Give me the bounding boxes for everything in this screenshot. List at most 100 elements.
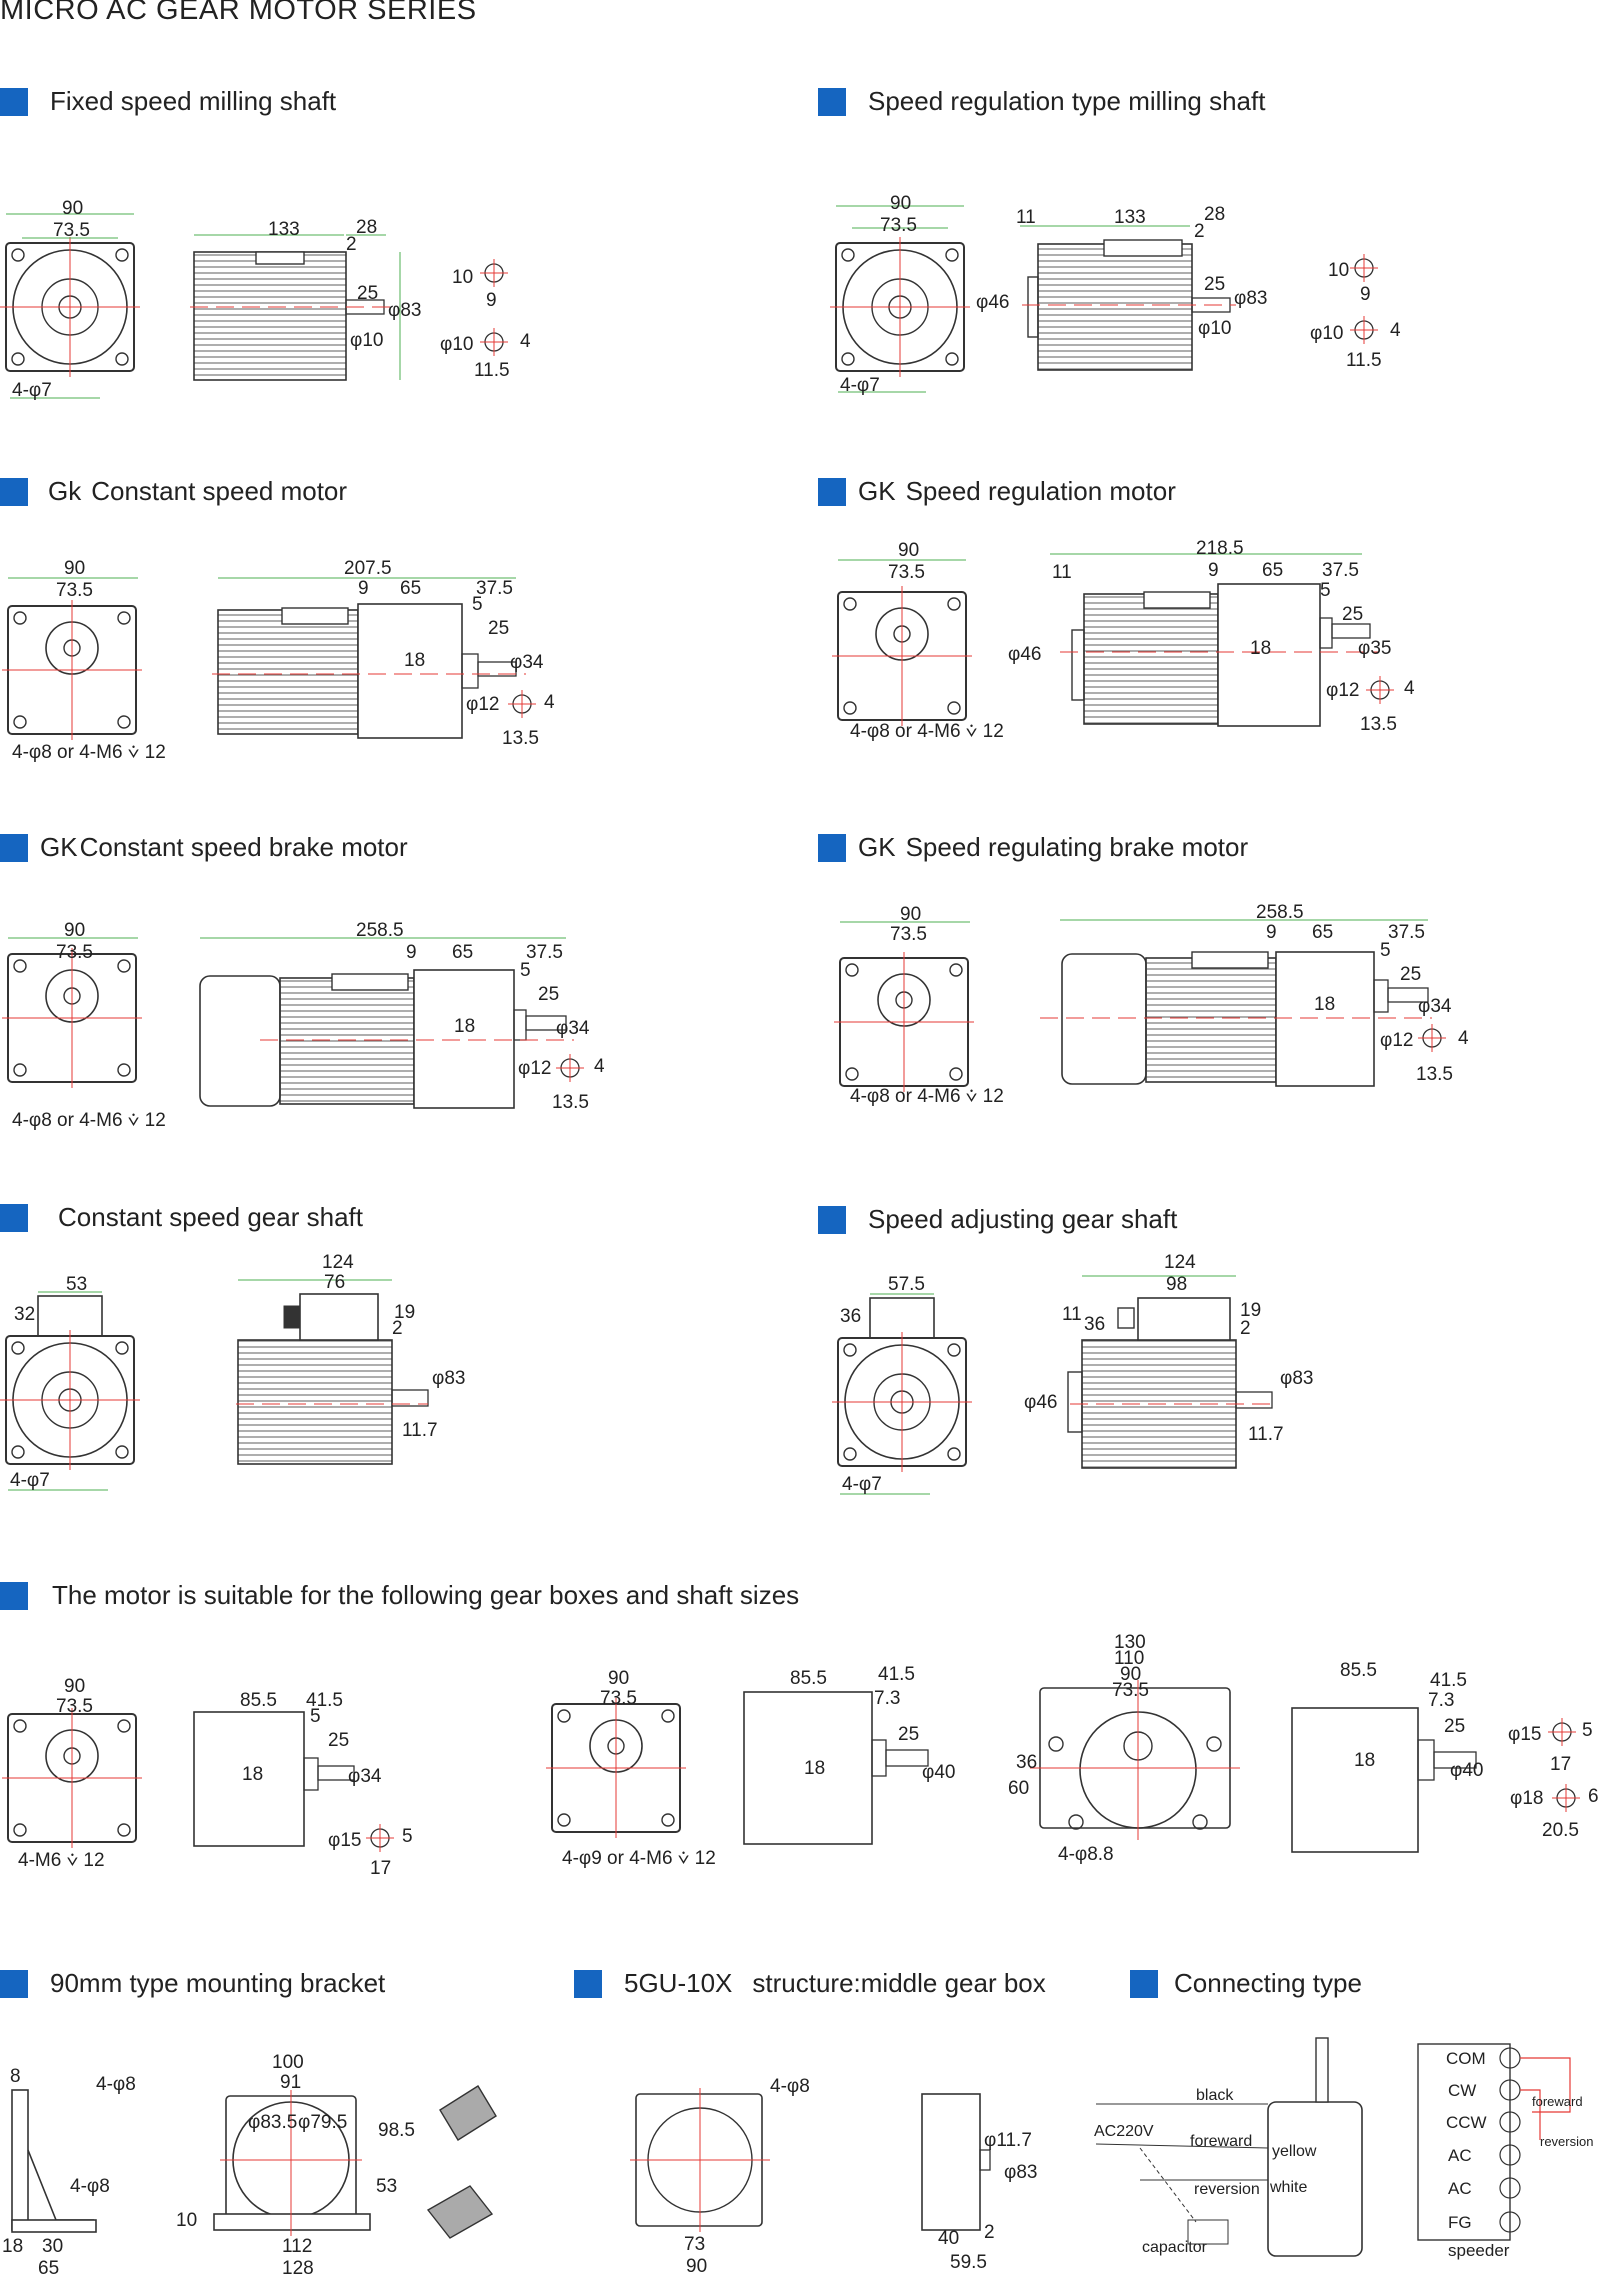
dim-label: 13.5 — [552, 1092, 589, 1113]
dim-label: 4-φ8.8 — [1058, 1844, 1114, 1865]
dim-label: φ34 — [348, 1766, 382, 1787]
terminal-label: COM — [1446, 2049, 1486, 2068]
dim-label: 90 — [64, 558, 85, 579]
dim-label: 90 — [64, 920, 85, 941]
dim-label: 258.5 — [356, 920, 404, 941]
dim-label: 2 — [1194, 221, 1205, 242]
dim-label: 90 — [686, 2256, 707, 2277]
dim-label: 17 — [1550, 1754, 1571, 1775]
wire-label: AC220V — [1094, 2123, 1154, 2140]
dim-label: 11.7 — [1248, 1424, 1284, 1445]
terminal-label: AC — [1448, 2179, 1472, 2198]
dim-label: 4 — [520, 331, 531, 352]
dim-label: 57.5 — [888, 1274, 925, 1295]
terminal-label: FG — [1448, 2213, 1472, 2232]
dim-label: φ83 — [388, 300, 421, 321]
dim-label: 98.5 — [378, 2120, 415, 2141]
dim-label: 41.5 — [1430, 1670, 1467, 1691]
dim-label: 4-φ9 or 4-M6 ⩒ 12 — [562, 1848, 716, 1869]
dim-label: 9 — [1208, 560, 1219, 581]
dim-label: 4-φ8 or 4-M6 ⩒ 12 — [12, 742, 166, 763]
section-marker — [818, 477, 846, 506]
dim-label: 85.5 — [240, 1690, 277, 1711]
dim-label: 73.5 — [890, 924, 927, 945]
section-marker — [574, 1969, 602, 1998]
dim-label: 4-φ7 — [842, 1474, 882, 1495]
section-title: Constant speed brake motor — [79, 832, 408, 862]
section-marker — [818, 87, 846, 116]
section-title: 90mm type mounting bracket — [50, 1968, 386, 1998]
section-marker — [0, 477, 28, 506]
wire-label: reversion — [1194, 2181, 1260, 2198]
switch-label: reversion — [1540, 2134, 1593, 2149]
dim-label: 9 — [358, 578, 369, 599]
wiring-diagram: black AC220V foreward reversion yellow w… — [1094, 2037, 1593, 2260]
dim-label: 53 — [376, 2176, 397, 2197]
dim-label: 4 — [594, 1056, 605, 1077]
dim-label: 25 — [357, 283, 378, 304]
dim-label: φ10 — [440, 334, 473, 355]
dim-label: φ83 — [1234, 288, 1267, 309]
dim-label: φ83.5 — [248, 2112, 297, 2133]
dim-label: 11.5 — [474, 360, 510, 381]
gk-speed-regulation-drawing: 90 73.5 218.5 11 9 65 37.5 5 25 18 φ35 φ… — [831, 538, 1415, 742]
dim-label: 76 — [324, 1272, 345, 1293]
dim-label: 37.5 — [1322, 560, 1359, 581]
dim-label: 5 — [1582, 1720, 1593, 1741]
dim-label: 59.5 — [950, 2252, 987, 2273]
dim-label: 11 — [1062, 1304, 1082, 1325]
dim-label: 124 — [1164, 1252, 1196, 1273]
dim-label: 10 — [1328, 260, 1349, 281]
dim-label: φ15 — [328, 1830, 361, 1851]
dim-label: 11.7 — [402, 1420, 438, 1441]
dim-label: 73.5 — [56, 942, 93, 963]
dim-label: 73.5 — [56, 580, 93, 601]
dim-label: 25 — [538, 984, 559, 1005]
dim-label: 28 — [356, 217, 377, 238]
dim-label: φ12 — [1326, 680, 1359, 701]
dim-label: 65 — [400, 578, 421, 599]
dim-label: φ10 — [350, 330, 383, 351]
dim-label: 8 — [10, 2066, 21, 2087]
gk-regulating-brake-drawing: 90 73.5 258.5 9 65 37.5 5 25 18 φ34 φ12 … — [833, 902, 1469, 1107]
dim-label: 18 — [1314, 994, 1335, 1015]
dim-label: φ34 — [556, 1018, 590, 1039]
wire-label: capacitor — [1142, 2239, 1208, 2256]
dim-label: 124 — [322, 1252, 354, 1273]
dim-label: 258.5 — [1256, 902, 1304, 923]
section-marker — [0, 1581, 28, 1610]
dim-label: φ12 — [1380, 1030, 1413, 1051]
dim-label: 11 — [1016, 207, 1036, 228]
dim-label: φ40 — [1450, 1760, 1483, 1781]
dim-label: 4-M6 ⩒ 12 — [18, 1850, 105, 1871]
dim-label: 73.5 — [56, 1696, 93, 1717]
wire-label: yellow — [1272, 2143, 1317, 2160]
fixed-speed-milling-drawing: 90 73.5 133 28 2 25 φ83 φ10 10 9 φ10 4 1… — [0, 198, 531, 401]
dim-label: 110 — [1114, 1648, 1144, 1669]
dim-label: 9 — [406, 942, 417, 963]
dim-label: 90 — [64, 1676, 85, 1697]
dim-label: 73.5 — [880, 215, 917, 236]
dim-label: 25 — [328, 1730, 349, 1751]
terminal-label: CW — [1448, 2081, 1476, 2100]
section-title: Speed regulating brake motor — [905, 832, 1249, 862]
dim-label: 9 — [486, 290, 497, 311]
dim-label: 5 — [472, 594, 483, 615]
dim-label: φ10 — [1198, 318, 1231, 339]
dim-label: 18 — [2, 2236, 23, 2257]
section-marker — [1130, 1969, 1158, 1998]
dim-label: 60 — [1008, 1778, 1029, 1799]
section-prefix: GK — [858, 832, 896, 862]
dim-label: 37.5 — [526, 942, 563, 963]
dim-label: 36 — [1016, 1752, 1037, 1773]
dim-label: 218.5 — [1196, 538, 1244, 559]
dim-label: 133 — [268, 219, 300, 240]
dim-label: 6 — [1588, 1786, 1599, 1807]
section-mounting-bracket: 90mm type mounting bracket — [0, 1968, 385, 1999]
section-marker — [0, 1969, 28, 1998]
dim-label: φ46 — [1024, 1392, 1057, 1413]
dim-label: 65 — [1312, 922, 1333, 943]
dim-label: φ83 — [432, 1368, 465, 1389]
